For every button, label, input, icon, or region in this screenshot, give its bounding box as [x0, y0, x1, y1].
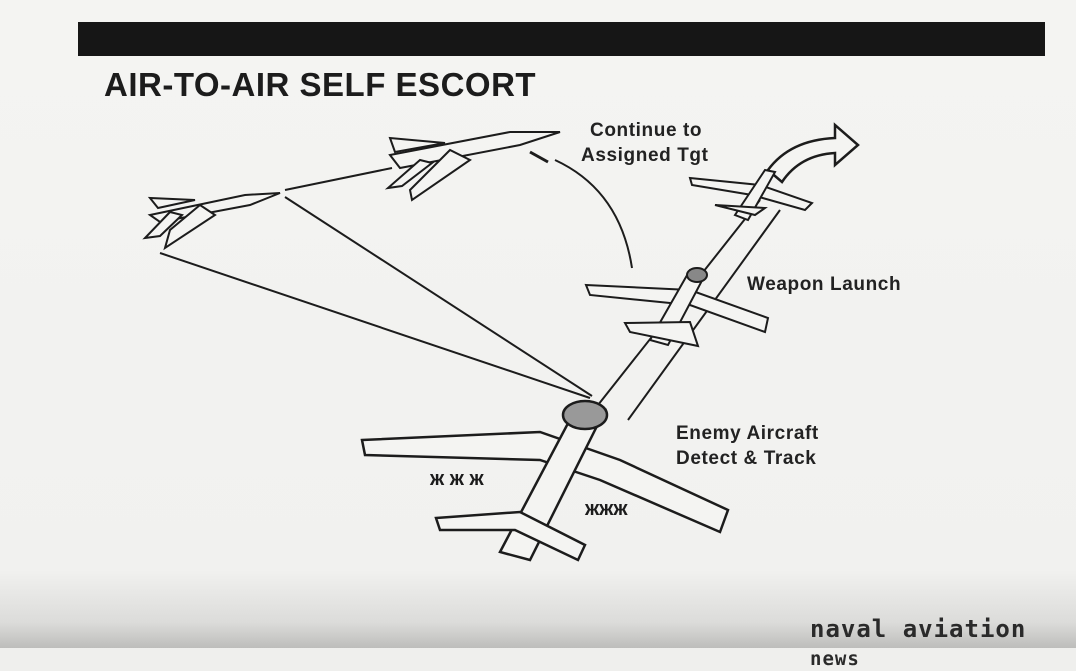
flight-path	[597, 199, 781, 421]
track-line	[159, 252, 591, 399]
label-weapon-launch: Weapon Launch	[747, 274, 902, 295]
label-enemy-line1: Enemy Aircraft	[676, 423, 819, 444]
logo-main: naval aviation	[810, 615, 1027, 643]
svg-text:жжж: жжж	[584, 498, 628, 520]
svg-text:ж ж ж: ж ж ж	[429, 468, 484, 490]
track-line	[284, 196, 593, 397]
exit-arrow-icon	[766, 122, 860, 184]
ordnance-icon: ж ж ж жжж	[429, 468, 628, 520]
label-continue-line2: Assigned Tgt	[581, 145, 709, 166]
strike-aircraft-icon	[688, 168, 814, 222]
header-bar	[78, 22, 1045, 56]
label-enemy: Enemy Aircraft Detect & Track	[676, 421, 819, 471]
publication-logo: naval aviation news	[810, 615, 1076, 671]
label-continue: Continue to Assigned Tgt	[581, 118, 709, 168]
escort-diagram: ж ж ж жжж	[142, 122, 860, 562]
enemy-jet-icon	[384, 131, 561, 202]
logo-sub: news	[810, 648, 860, 670]
track-line	[284, 167, 393, 191]
diagram-title: AIR-TO-AIR SELF ESCORT	[104, 66, 537, 103]
label-continue-line1: Continue to	[590, 120, 703, 141]
missile-trajectory	[554, 159, 633, 269]
label-enemy-line2: Detect & Track	[676, 448, 817, 469]
strike-aircraft-icon	[584, 267, 770, 348]
enemy-jet-icon	[142, 192, 281, 251]
strike-aircraft-icon: ж ж ж жжж	[360, 399, 730, 562]
missile-icon	[529, 150, 549, 164]
